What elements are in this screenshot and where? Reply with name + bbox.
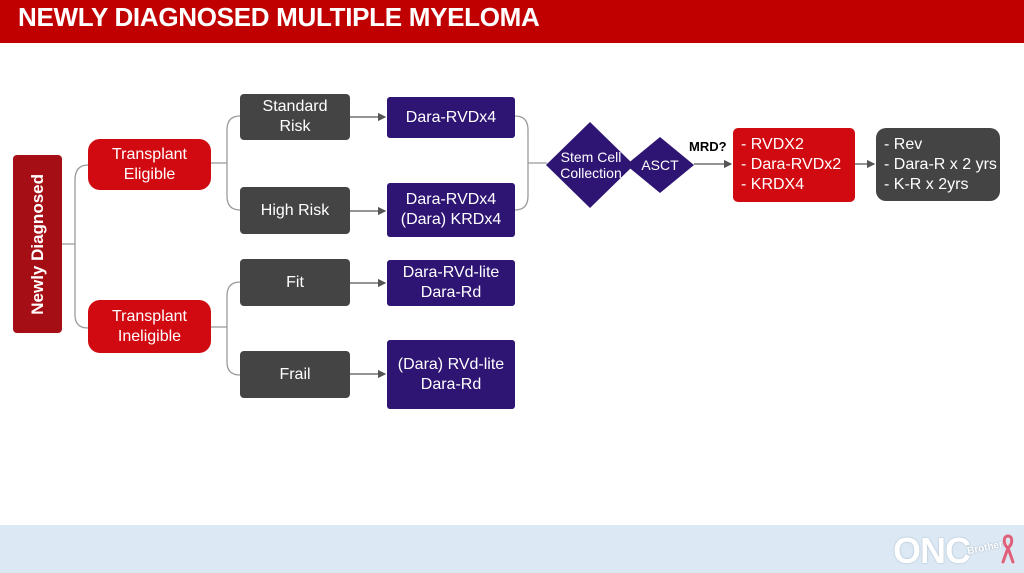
label-line: Dara-Rd — [420, 284, 482, 301]
label-line: Ineligible — [117, 327, 182, 345]
label-line: Standard — [262, 98, 328, 115]
bracket-regimens — [514, 115, 529, 211]
label-line: Dara-RVDx4 — [405, 191, 497, 208]
label-line: Eligible — [123, 165, 176, 183]
fit-node: Fit — [240, 259, 350, 306]
list-item: - KRDX4 — [741, 176, 805, 193]
newly-diagnosed-label: Newly Diagnosed — [27, 173, 47, 315]
newly-diagnosed-node: Newly Diagnosed — [13, 155, 62, 333]
transplant-eligible-node: Transplant Eligible — [88, 139, 211, 190]
frail-node: Frail — [240, 351, 350, 398]
onc-brothers-logo: ONC Brothers — [893, 528, 1019, 571]
logo-wordmark: ONC — [893, 530, 971, 571]
bracket-eligible — [226, 115, 241, 211]
label-line: (Dara) KRDx4 — [400, 211, 502, 228]
label-line: Dara-RVDx4 — [405, 108, 497, 126]
list-item: - K-R x 2yrs — [884, 175, 969, 193]
label-line: Frail — [279, 365, 311, 383]
footer-bar — [0, 525, 1024, 573]
label-line: (Dara) RVd-lite — [397, 355, 505, 373]
high-risk-regimen-node: Dara-RVDx4 (Dara) KRDx4 — [387, 183, 515, 237]
list-item: - Rev — [884, 135, 923, 153]
label-line: Collection — [560, 165, 622, 181]
label-line: Stem Cell — [560, 149, 622, 165]
label-line: Dara-RVd-lite — [402, 264, 500, 281]
asct-label: ASCT — [641, 157, 679, 173]
label-line: High Risk — [260, 201, 330, 219]
maintenance-node: - Rev - Dara-R x 2 yrs - K-R x 2yrs — [876, 128, 1000, 201]
mrd-label: MRD? — [689, 139, 727, 154]
header-bar: NEWLY DIAGNOSED MULTIPLE MYELOMA — [0, 0, 1024, 43]
list-item: - Dara-RVDx2 — [741, 156, 842, 173]
stem-cell-collection-label: Stem Cell Collection — [548, 145, 634, 185]
list-item: - RVDX2 — [741, 136, 804, 153]
bracket-ineligible — [226, 281, 241, 376]
consolidation-node: - RVDX2 - Dara-RVDx2 - KRDX4 — [733, 128, 855, 202]
standard-risk-node: Standard Risk — [240, 94, 350, 140]
asct-diamond — [626, 137, 694, 193]
label-line: Transplant — [112, 145, 187, 163]
label-line: Transplant — [112, 307, 187, 325]
label-line: Risk — [279, 118, 311, 135]
standard-regimen-node: Dara-RVDx4 — [387, 97, 515, 138]
high-risk-node: High Risk — [240, 187, 350, 234]
fit-regimen-node: Dara-RVd-lite Dara-Rd — [387, 260, 515, 306]
page-title: NEWLY DIAGNOSED MULTIPLE MYELOMA — [18, 2, 540, 32]
transplant-ineligible-node: Transplant Ineligible — [88, 300, 211, 353]
stem-cell-diamond — [546, 122, 634, 208]
bracket-root — [74, 164, 89, 329]
frail-regimen-node: (Dara) RVd-lite Dara-Rd — [387, 340, 515, 409]
label-line: Dara-Rd — [420, 375, 482, 393]
awareness-ribbon-icon — [1001, 534, 1015, 564]
label-line: Fit — [286, 273, 304, 291]
list-item: - Dara-R x 2 yrs — [884, 155, 997, 173]
